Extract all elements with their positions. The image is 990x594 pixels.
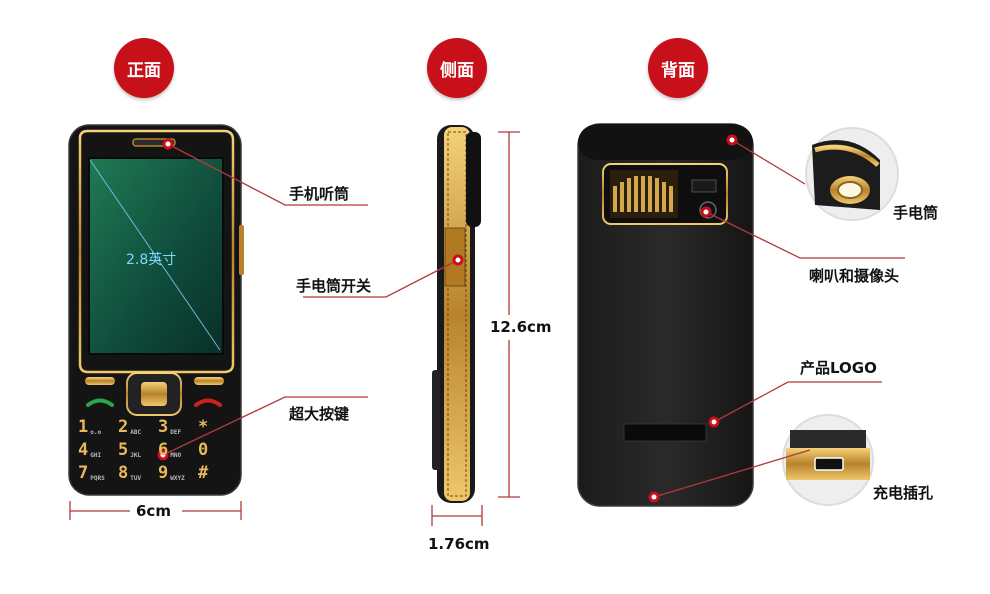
- callout-charging-port: 充电插孔: [873, 484, 934, 502]
- badge-front: 正面: [114, 38, 174, 98]
- badge-side: 侧面: [427, 38, 487, 98]
- keypad-key-letters: ABC: [130, 429, 142, 436]
- keypad-key-digit: 3: [158, 417, 169, 437]
- keypad-key-letters: PQRS: [90, 475, 105, 482]
- callout-big-keys: 超大按键: [289, 405, 350, 423]
- keypad-key[interactable]: 0: [198, 440, 238, 460]
- keypad-key-letters: o.o: [90, 429, 102, 436]
- keypad-key-letters: TUV: [130, 475, 142, 482]
- keypad-key-letters: JKL: [130, 452, 142, 459]
- keypad-key-letters: GHI: [90, 452, 102, 459]
- keypad-key-digit: #: [198, 463, 209, 483]
- callout-flashlight-switch: 手电筒开关: [296, 277, 372, 295]
- keypad-key-digit: *: [198, 417, 209, 437]
- inset-charging-port: [782, 414, 874, 506]
- callout-earpiece: 手机听筒: [289, 185, 350, 203]
- badge-back: 背面: [648, 38, 708, 98]
- dimension-lines: [69, 131, 520, 526]
- side-phone: [432, 125, 481, 503]
- callout-flashlight: 手电筒: [893, 204, 939, 222]
- keypad-key[interactable]: *: [198, 417, 238, 437]
- keypad-key-digit: 6: [158, 440, 169, 460]
- callout-logo: 产品LOGO: [800, 359, 877, 377]
- callout-speaker-camera: 喇叭和摄像头: [809, 267, 900, 285]
- keypad-key-digit: 5: [118, 440, 129, 460]
- keypad-key-digit: 4: [78, 440, 89, 460]
- leader-lines: [162, 139, 905, 498]
- keypad-key-digit: 7: [78, 463, 89, 483]
- inset-flashlight: [805, 127, 899, 221]
- speaker-grille: [613, 176, 673, 212]
- keypad-key-digit: 1: [78, 417, 89, 437]
- keypad-key-digit: 9: [158, 463, 169, 483]
- keypad-key-digit: 8: [118, 463, 129, 483]
- keypad-key-letters: WXYZ: [170, 475, 185, 482]
- keypad-key[interactable]: #: [198, 463, 238, 483]
- screen-size-label: 2.8英寸: [126, 252, 177, 268]
- leader-dots: [157, 134, 738, 503]
- back-phone: [577, 123, 754, 507]
- dimension-width: 6cm: [136, 502, 171, 520]
- keypad-key-letters: MNO: [170, 452, 182, 459]
- keypad-key-digit: 2: [118, 417, 129, 437]
- dimension-thickness: 1.76cm: [428, 535, 490, 553]
- keypad-key-digit: 0: [198, 440, 209, 460]
- keypad-key-letters: DEF: [170, 429, 182, 436]
- dimension-height: 12.6cm: [490, 318, 552, 336]
- front-phone: [68, 124, 244, 496]
